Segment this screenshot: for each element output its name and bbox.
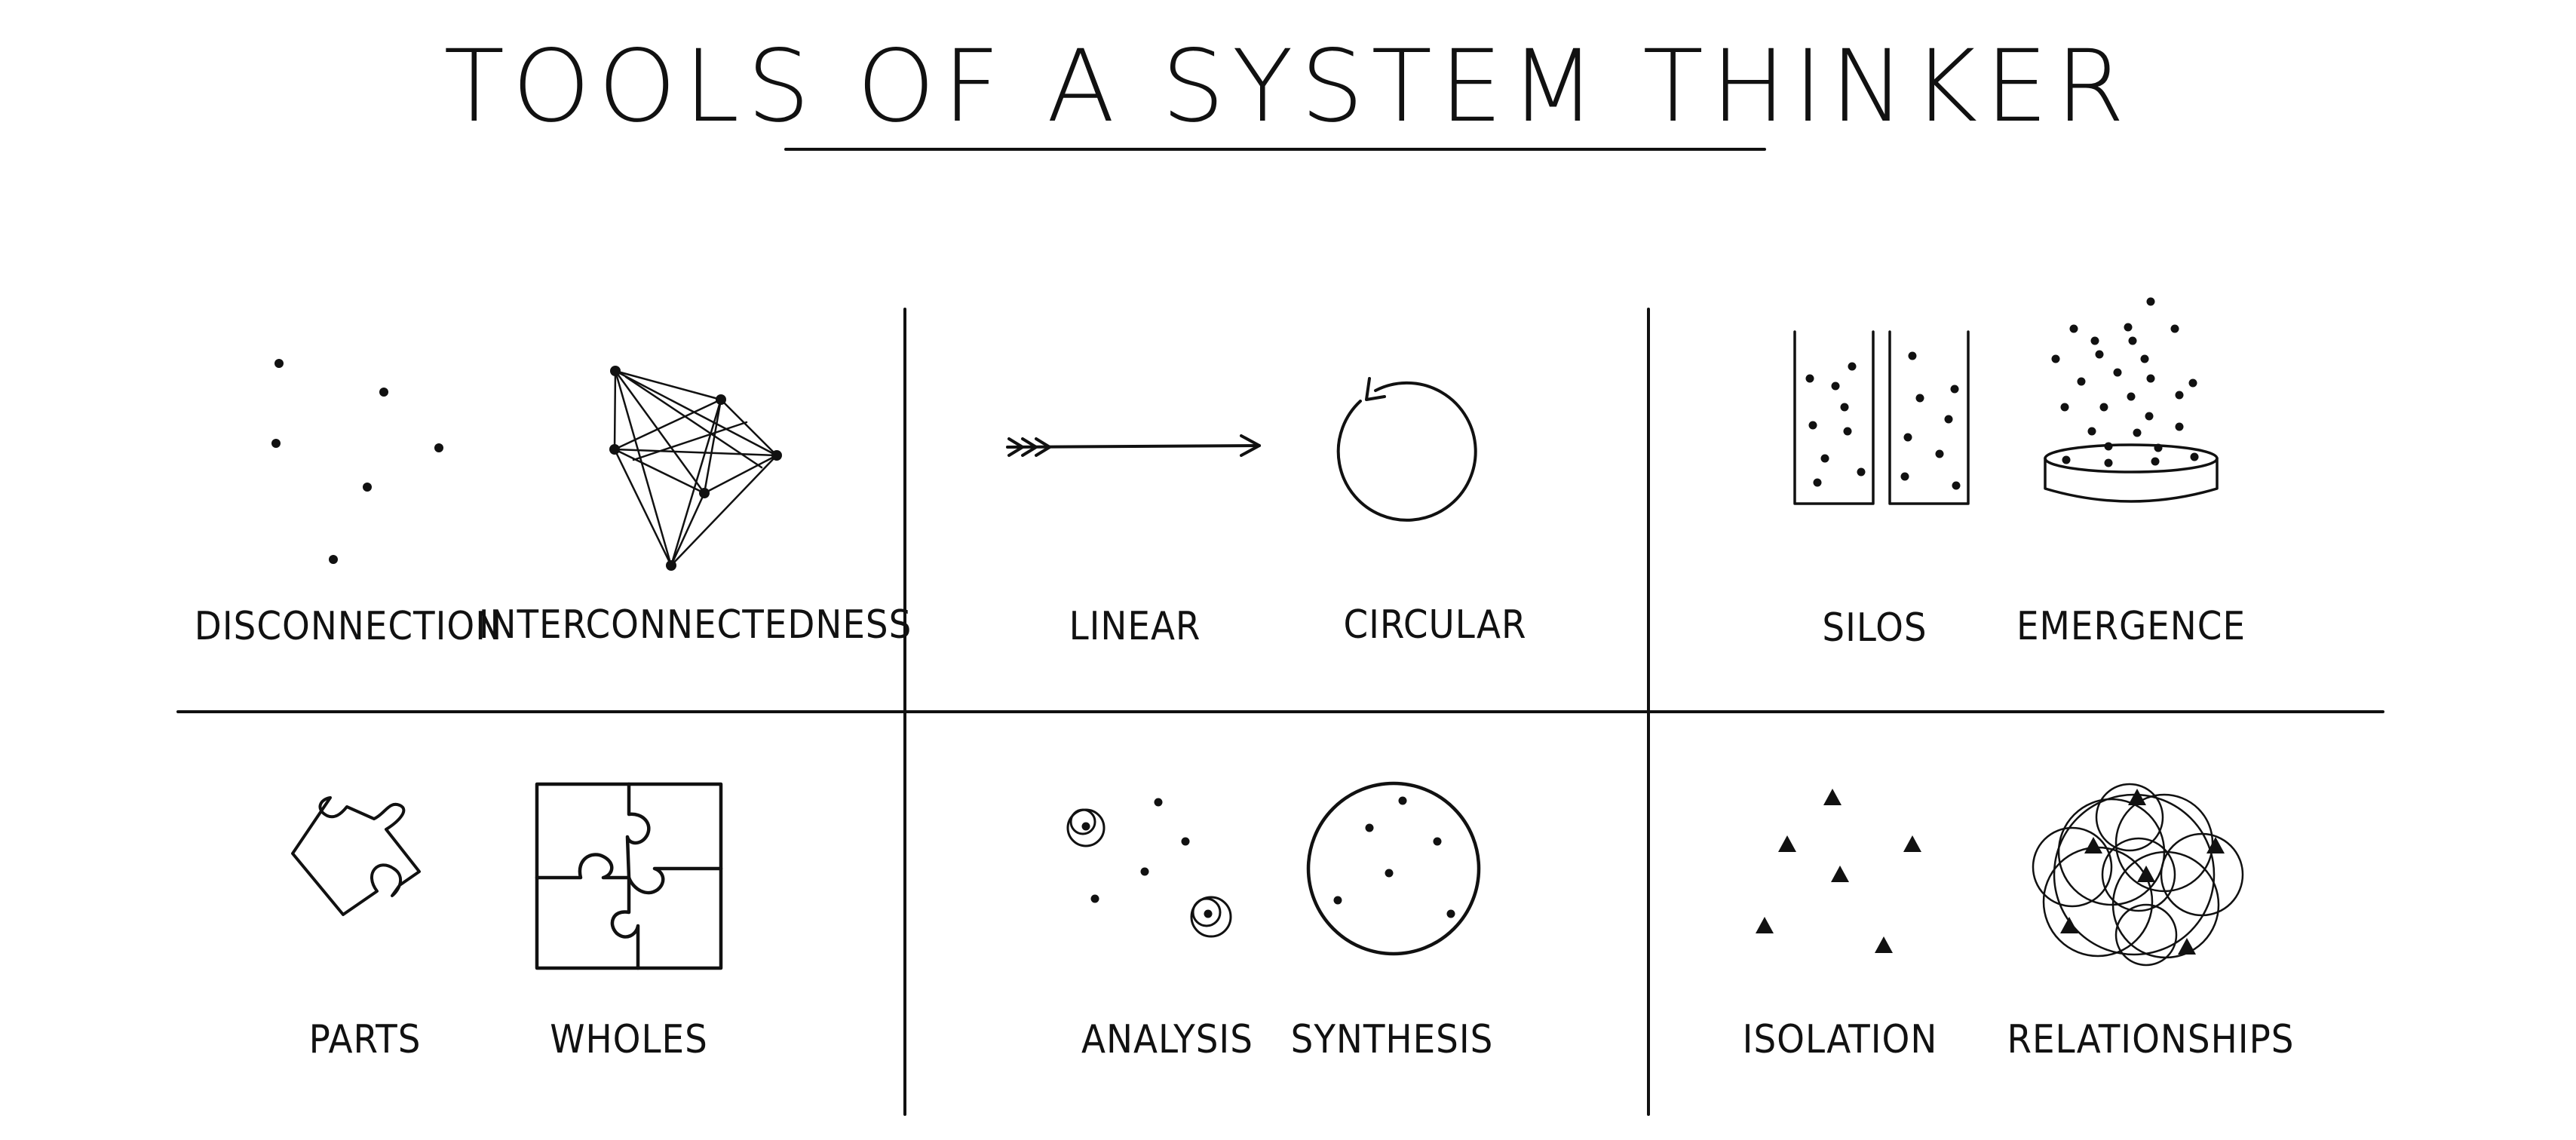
analysis-icon [1066,798,1232,938]
synthesis-icon [1306,781,1481,956]
label-analysis: ANALYSIS [1081,1017,1253,1062]
puzzle-piece-icon [291,796,421,916]
label-linear: LINEAR [1069,604,1201,649]
interconnectedness-icon [609,366,782,571]
label-wholes: WHOLES [550,1017,708,1062]
label-relationships: RELATIONSHIPS [2007,1017,2294,1062]
label-circular: CIRCULAR [1343,602,1526,648]
puzzle-whole-icon [535,782,723,970]
circular-loop-icon [1336,377,1477,522]
label-emergence: EMERGENCE [2016,604,2246,649]
label-parts: PARTS [309,1017,422,1062]
label-isolation: ISOLATION [1743,1017,1938,1062]
silos-icon [1793,330,1970,505]
label-synthesis: SYNTHESIS [1291,1017,1494,1062]
disconnection-icon [271,359,443,564]
label-silos: SILOS [1822,605,1927,651]
isolation-icon [1756,789,1921,953]
label-interconnectedness: INTERCONNECTEDNESS [479,602,912,648]
page-title: TOOLS OF A SYSTEM THINKER [443,29,2132,145]
grid-lines [176,308,2384,1116]
emergence-icon [2044,297,2219,503]
label-disconnection: DISCONNECTION [195,604,502,649]
linear-arrow-icon [1006,434,1261,457]
relationships-icon [2032,783,2244,967]
